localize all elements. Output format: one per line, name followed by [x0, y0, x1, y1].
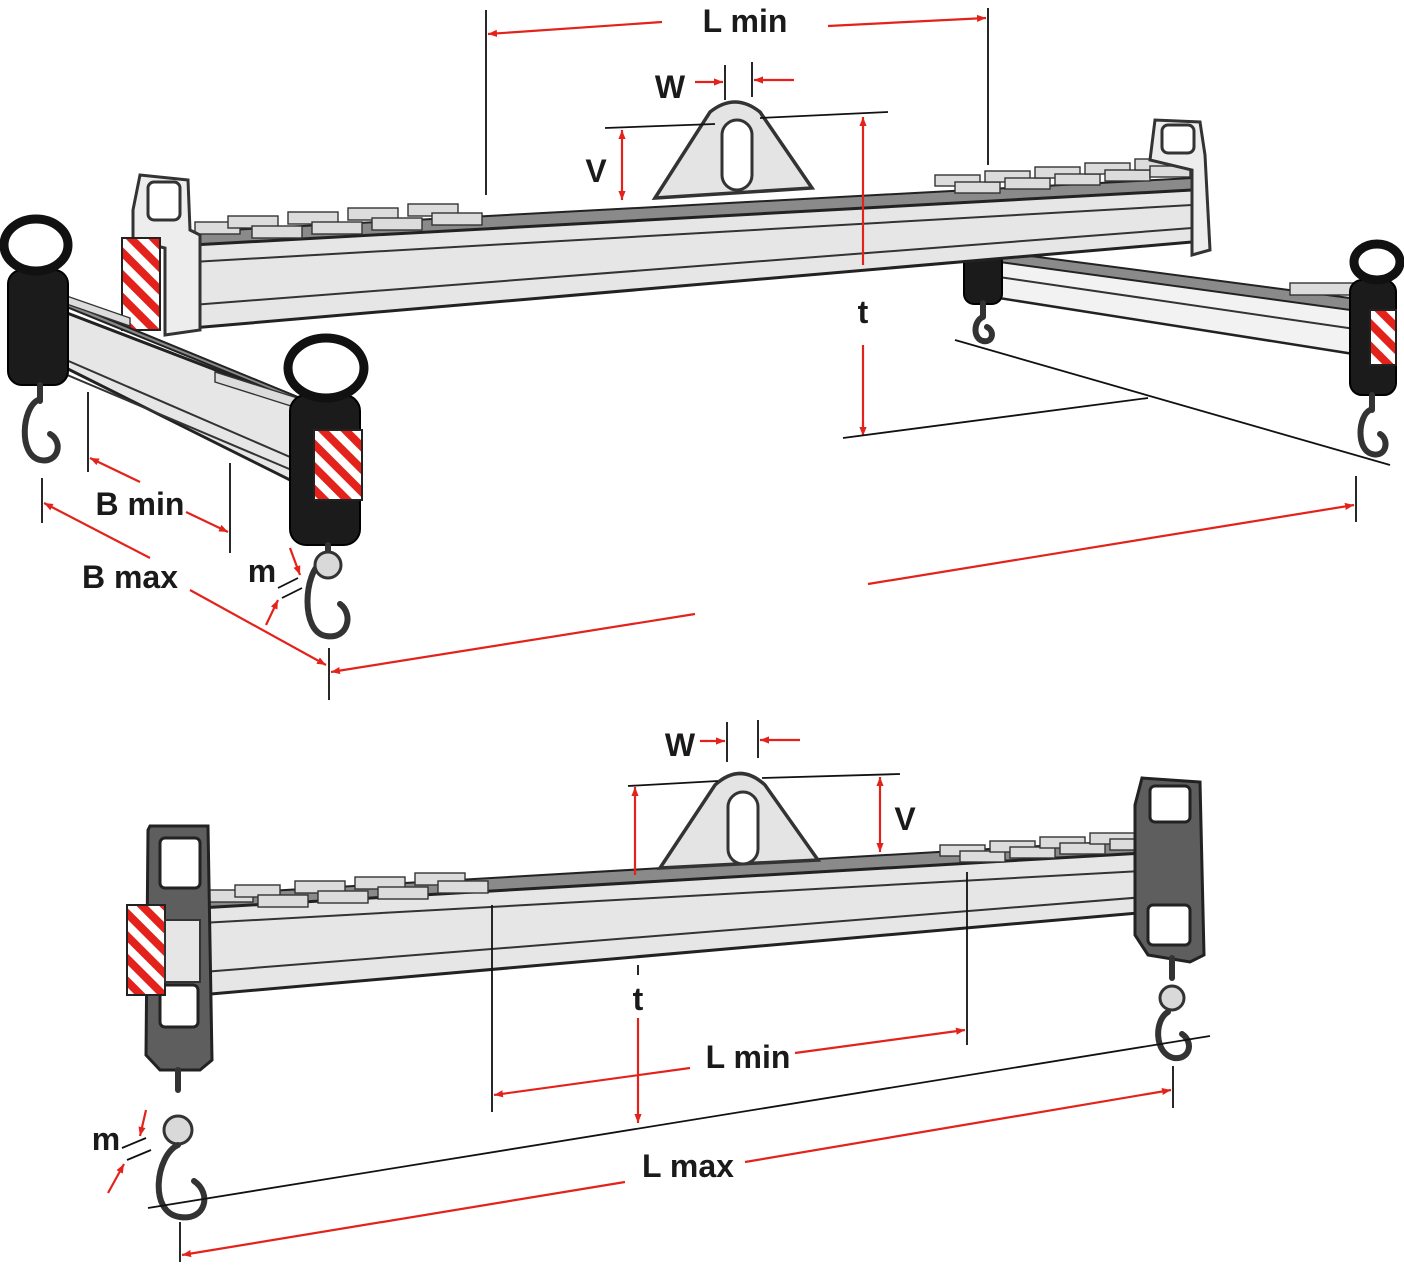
end-bracket-bottom-left [126, 824, 214, 1072]
left-cross-beam [0, 214, 369, 640]
bottom-dimensions: W V t L min L max [92, 720, 1211, 1262]
ring-left-rear [0, 214, 73, 276]
label-m-bottom: m [92, 1121, 120, 1157]
end-bracket-bottom-right [1133, 776, 1206, 964]
top-assembly: L min W V t B min [0, 3, 1404, 700]
main-beam-top-blocks-right [934, 158, 1191, 194]
right-cross-beam-blocks [1289, 282, 1356, 296]
ring-rear-right [1349, 239, 1404, 285]
hook-bottom-left [155, 1067, 208, 1221]
end-bracket-top-left [121, 173, 202, 337]
label-w-bottom: W [665, 727, 696, 763]
dim-l-min-top-left-arrow [487, 20, 663, 37]
label-b-max: B max [82, 559, 178, 595]
label-b-min: B min [96, 486, 185, 522]
label-t-top: t [858, 294, 869, 330]
lifting-lug-top [651, 100, 816, 200]
ring-left-front [283, 333, 369, 403]
label-l-min-top: L min [703, 3, 788, 39]
label-m-top: m [248, 553, 276, 589]
dim-l-min-top-right-arrow [827, 14, 987, 28]
label-l-max: L max [642, 1148, 734, 1184]
hook-left-rear [21, 382, 61, 464]
bottom-assembly: W V t L min L max [92, 720, 1211, 1262]
main-beam-top [121, 100, 1212, 337]
main-beam-bottom-blocks-left [207, 872, 489, 908]
label-t-bottom: t [633, 981, 644, 1017]
right-cross-beam [963, 239, 1404, 458]
top-dimensions: L min W V t B min [41, 3, 1391, 700]
label-w-top: W [655, 69, 686, 105]
hook-rear-right [972, 300, 995, 345]
label-l-min-bottom: L min [706, 1039, 791, 1075]
hook-front-right [1357, 392, 1389, 458]
main-beam-bottom [126, 771, 1206, 1221]
end-bracket-top-right [1148, 118, 1212, 257]
lifting-lug-bottom [656, 771, 822, 870]
label-v-top: V [585, 153, 607, 189]
hook-bottom-right [1155, 955, 1192, 1062]
label-v-bottom: V [894, 801, 916, 837]
main-beam-top-blocks-left [194, 203, 483, 239]
